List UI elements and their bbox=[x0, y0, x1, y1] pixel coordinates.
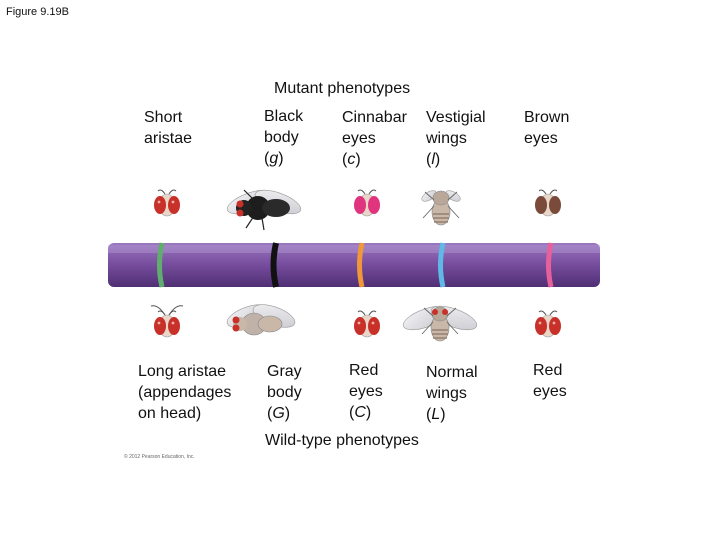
paren: ) bbox=[284, 405, 291, 422]
fly-short-aristae bbox=[153, 189, 181, 217]
label-line: (appendages bbox=[138, 384, 232, 401]
label-gray-body: Gray body (G) bbox=[267, 361, 302, 424]
allele-symbol: (l) bbox=[426, 149, 486, 170]
copyright-notice: © 2012 Pearson Education, Inc. bbox=[124, 454, 195, 460]
label-line: eyes bbox=[349, 383, 383, 400]
label-brown-eyes: Brown eyes bbox=[524, 107, 569, 149]
label-line: Red bbox=[533, 362, 563, 379]
label-vestigial-wings: Vestigial wings (l) bbox=[426, 107, 486, 170]
chromosome bbox=[108, 242, 600, 288]
gene-band-body bbox=[270, 242, 279, 288]
allele: l bbox=[431, 151, 435, 168]
fly-vestigial-wings bbox=[421, 190, 461, 226]
label-line: Normal bbox=[426, 364, 478, 381]
fly-cinnabar-eyes bbox=[354, 189, 380, 217]
label-line: Short bbox=[144, 109, 183, 126]
fly-brown-eyes bbox=[535, 189, 561, 217]
label-line: on head) bbox=[138, 405, 202, 422]
label-line: eyes bbox=[524, 130, 558, 147]
label-line: Brown bbox=[524, 109, 570, 126]
paren: ( bbox=[342, 151, 348, 168]
allele: L bbox=[431, 406, 441, 423]
paren: ( bbox=[426, 406, 432, 423]
label-line: body bbox=[264, 129, 299, 146]
allele-symbol: (c) bbox=[342, 149, 407, 170]
allele: c bbox=[347, 151, 356, 168]
paren: ) bbox=[434, 151, 441, 168]
label-line: Gray bbox=[267, 363, 302, 380]
paren: ) bbox=[440, 406, 446, 423]
gene-band-cinnabar bbox=[357, 242, 365, 288]
fly-red-eyes-cinnabar-locus bbox=[353, 310, 381, 338]
paren: ( bbox=[426, 151, 432, 168]
label-cinnabar-eyes: Cinnabar eyes (c) bbox=[342, 107, 407, 170]
label-line: eyes bbox=[342, 130, 376, 147]
label-line: eyes bbox=[533, 383, 567, 400]
allele: C bbox=[354, 404, 366, 421]
gene-band-brown bbox=[546, 242, 554, 288]
label-line: body bbox=[267, 384, 302, 401]
label-long-aristae: Long aristae (appendages on head) bbox=[138, 361, 231, 424]
label-line: Red bbox=[349, 362, 379, 379]
paren: ) bbox=[365, 404, 372, 421]
fly-gray-body bbox=[226, 304, 296, 336]
gene-band-vestigial bbox=[438, 242, 446, 288]
figure-label: Figure 9.19B bbox=[6, 6, 69, 18]
label-red-eyes-b: Red eyes bbox=[533, 360, 567, 402]
label-line: Long aristae bbox=[138, 363, 227, 380]
label-line: Black bbox=[264, 108, 304, 125]
chromosome-body bbox=[108, 243, 600, 287]
label-line: Vestigial bbox=[426, 109, 486, 126]
fly-long-aristae bbox=[150, 305, 184, 338]
label-short-aristae: Short aristae bbox=[144, 107, 192, 149]
paren: ( bbox=[264, 150, 270, 167]
label-black-body: Black body (g) bbox=[264, 106, 303, 169]
mutant-heading: Mutant phenotypes bbox=[274, 80, 411, 97]
allele: G bbox=[272, 405, 285, 422]
allele-symbol: (g) bbox=[264, 148, 303, 169]
fly-black-body bbox=[226, 189, 302, 231]
paren: ) bbox=[355, 151, 361, 168]
allele: g bbox=[269, 150, 279, 167]
label-red-eyes-c: Red eyes (C) bbox=[349, 360, 383, 423]
allele-symbol: (G) bbox=[267, 403, 302, 424]
paren: ) bbox=[278, 150, 284, 167]
fly-normal-wings bbox=[399, 300, 481, 342]
paren: ( bbox=[349, 404, 355, 421]
fly-red-eyes-brown-locus bbox=[534, 310, 562, 338]
paren: ( bbox=[267, 405, 273, 422]
label-line: Cinnabar bbox=[342, 109, 407, 126]
label-line: wings bbox=[426, 385, 467, 402]
gene-band-aristae bbox=[157, 242, 165, 288]
label-line: wings bbox=[426, 130, 467, 147]
label-normal-wings: Normal wings (L) bbox=[426, 362, 478, 425]
allele-symbol: (C) bbox=[349, 402, 383, 423]
allele-symbol: (L) bbox=[426, 404, 478, 425]
wild-type-heading: Wild-type phenotypes bbox=[265, 432, 419, 449]
label-line: aristae bbox=[144, 130, 193, 147]
